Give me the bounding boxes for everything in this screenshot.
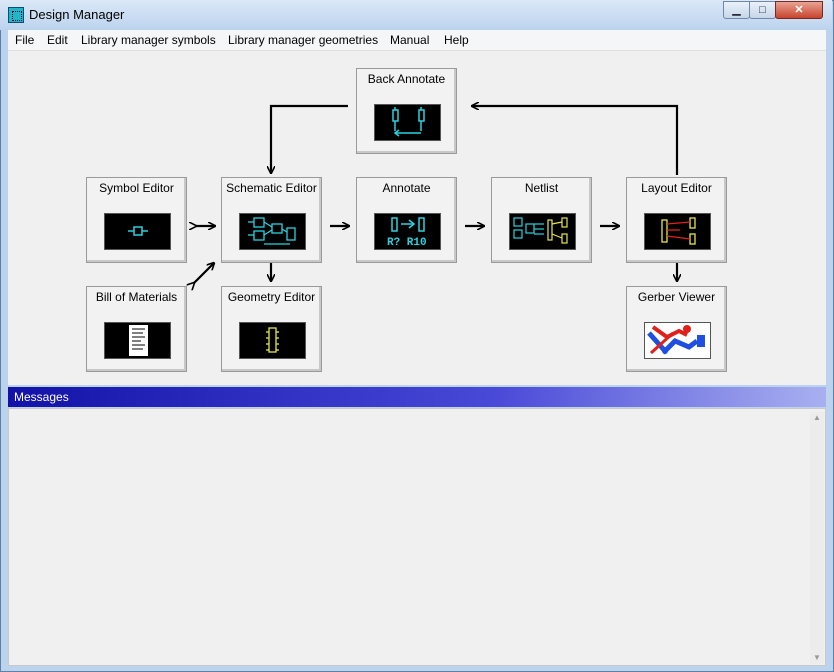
gerber-viewer-icon (644, 322, 711, 359)
annotate-tool[interactable]: Annotate R? R10 (356, 177, 457, 263)
back-annotate-label: Back Annotate (367, 72, 446, 86)
messages-title: Messages (14, 390, 69, 404)
netlist-tool[interactable]: Netlist (491, 177, 592, 263)
geometry-editor-icon (239, 322, 306, 359)
netlist-label: Netlist (524, 181, 559, 195)
maximize-icon: □ (759, 4, 766, 16)
app-icon[interactable] (8, 7, 24, 23)
layout-editor-tool[interactable]: Layout Editor (626, 177, 727, 263)
back-annotate-icon (374, 104, 441, 141)
messages-header: Messages (8, 387, 826, 407)
menu-file[interactable]: File (15, 33, 35, 47)
back-annotate-tool[interactable]: Back Annotate (356, 68, 457, 154)
menu-library-manager-geometries[interactable]: Library manager geometries (228, 33, 379, 47)
arrow-layout-to-back-annotate (472, 106, 679, 175)
layout-editor-icon (644, 213, 711, 250)
netlist-icon (509, 213, 576, 250)
layout-editor-label: Layout Editor (641, 181, 712, 195)
menu-manual[interactable]: Manual (390, 33, 430, 47)
symbol-editor-tool[interactable]: Symbol Editor (86, 177, 187, 263)
geometry-editor-tool[interactable]: Geometry Editor (221, 286, 322, 372)
flow-arrows (8, 51, 826, 385)
menu-help[interactable]: Help (444, 33, 469, 47)
bill-of-materials-icon (104, 322, 171, 359)
arrow-back-annotate-to-schematic (271, 104, 348, 173)
messages-panel[interactable] (8, 408, 826, 666)
scroll-up-icon[interactable]: ▲ (813, 413, 821, 422)
symbol-editor-icon (104, 213, 171, 250)
annotate-icon-text: R? R10 (387, 237, 427, 249)
scroll-down-icon[interactable]: ▼ (813, 653, 821, 662)
gerber-viewer-label: Gerber Viewer (637, 290, 716, 304)
annotate-label: Annotate (382, 181, 431, 195)
menu-bar: File Edit Library manager symbols Librar… (8, 30, 826, 51)
close-button[interactable]: ✕ (775, 1, 823, 19)
symbol-editor-label: Symbol Editor (99, 181, 174, 195)
schematic-editor-label: Schematic Editor (226, 181, 317, 195)
design-flow-canvas: Back Annotate Symbol Editor Schematic Ed… (8, 51, 826, 385)
geometry-editor-label: Geometry Editor (227, 290, 316, 304)
gerber-viewer-tool[interactable]: Gerber Viewer (626, 286, 727, 372)
window-title: Design Manager (29, 7, 125, 22)
minimize-icon: ▁ (732, 4, 741, 16)
messages-scrollbar[interactable]: ▲ ▼ (810, 412, 824, 664)
close-icon: ✕ (794, 4, 804, 16)
bill-of-materials-tool[interactable]: Bill of Materials (86, 286, 187, 372)
bill-of-materials-label: Bill of Materials (95, 290, 178, 304)
annotate-icon: R? R10 (374, 213, 441, 250)
menu-edit[interactable]: Edit (47, 33, 68, 47)
arrow-schematic-bom (194, 263, 214, 283)
menu-library-manager-symbols[interactable]: Library manager symbols (81, 33, 216, 47)
schematic-editor-tool[interactable]: Schematic Editor (221, 177, 322, 263)
minimize-button[interactable]: ▁ (723, 1, 750, 19)
title-bar[interactable]: Design Manager ▁ □ ✕ (0, 0, 832, 30)
schematic-editor-icon (239, 213, 306, 250)
maximize-button[interactable]: □ (749, 1, 776, 19)
